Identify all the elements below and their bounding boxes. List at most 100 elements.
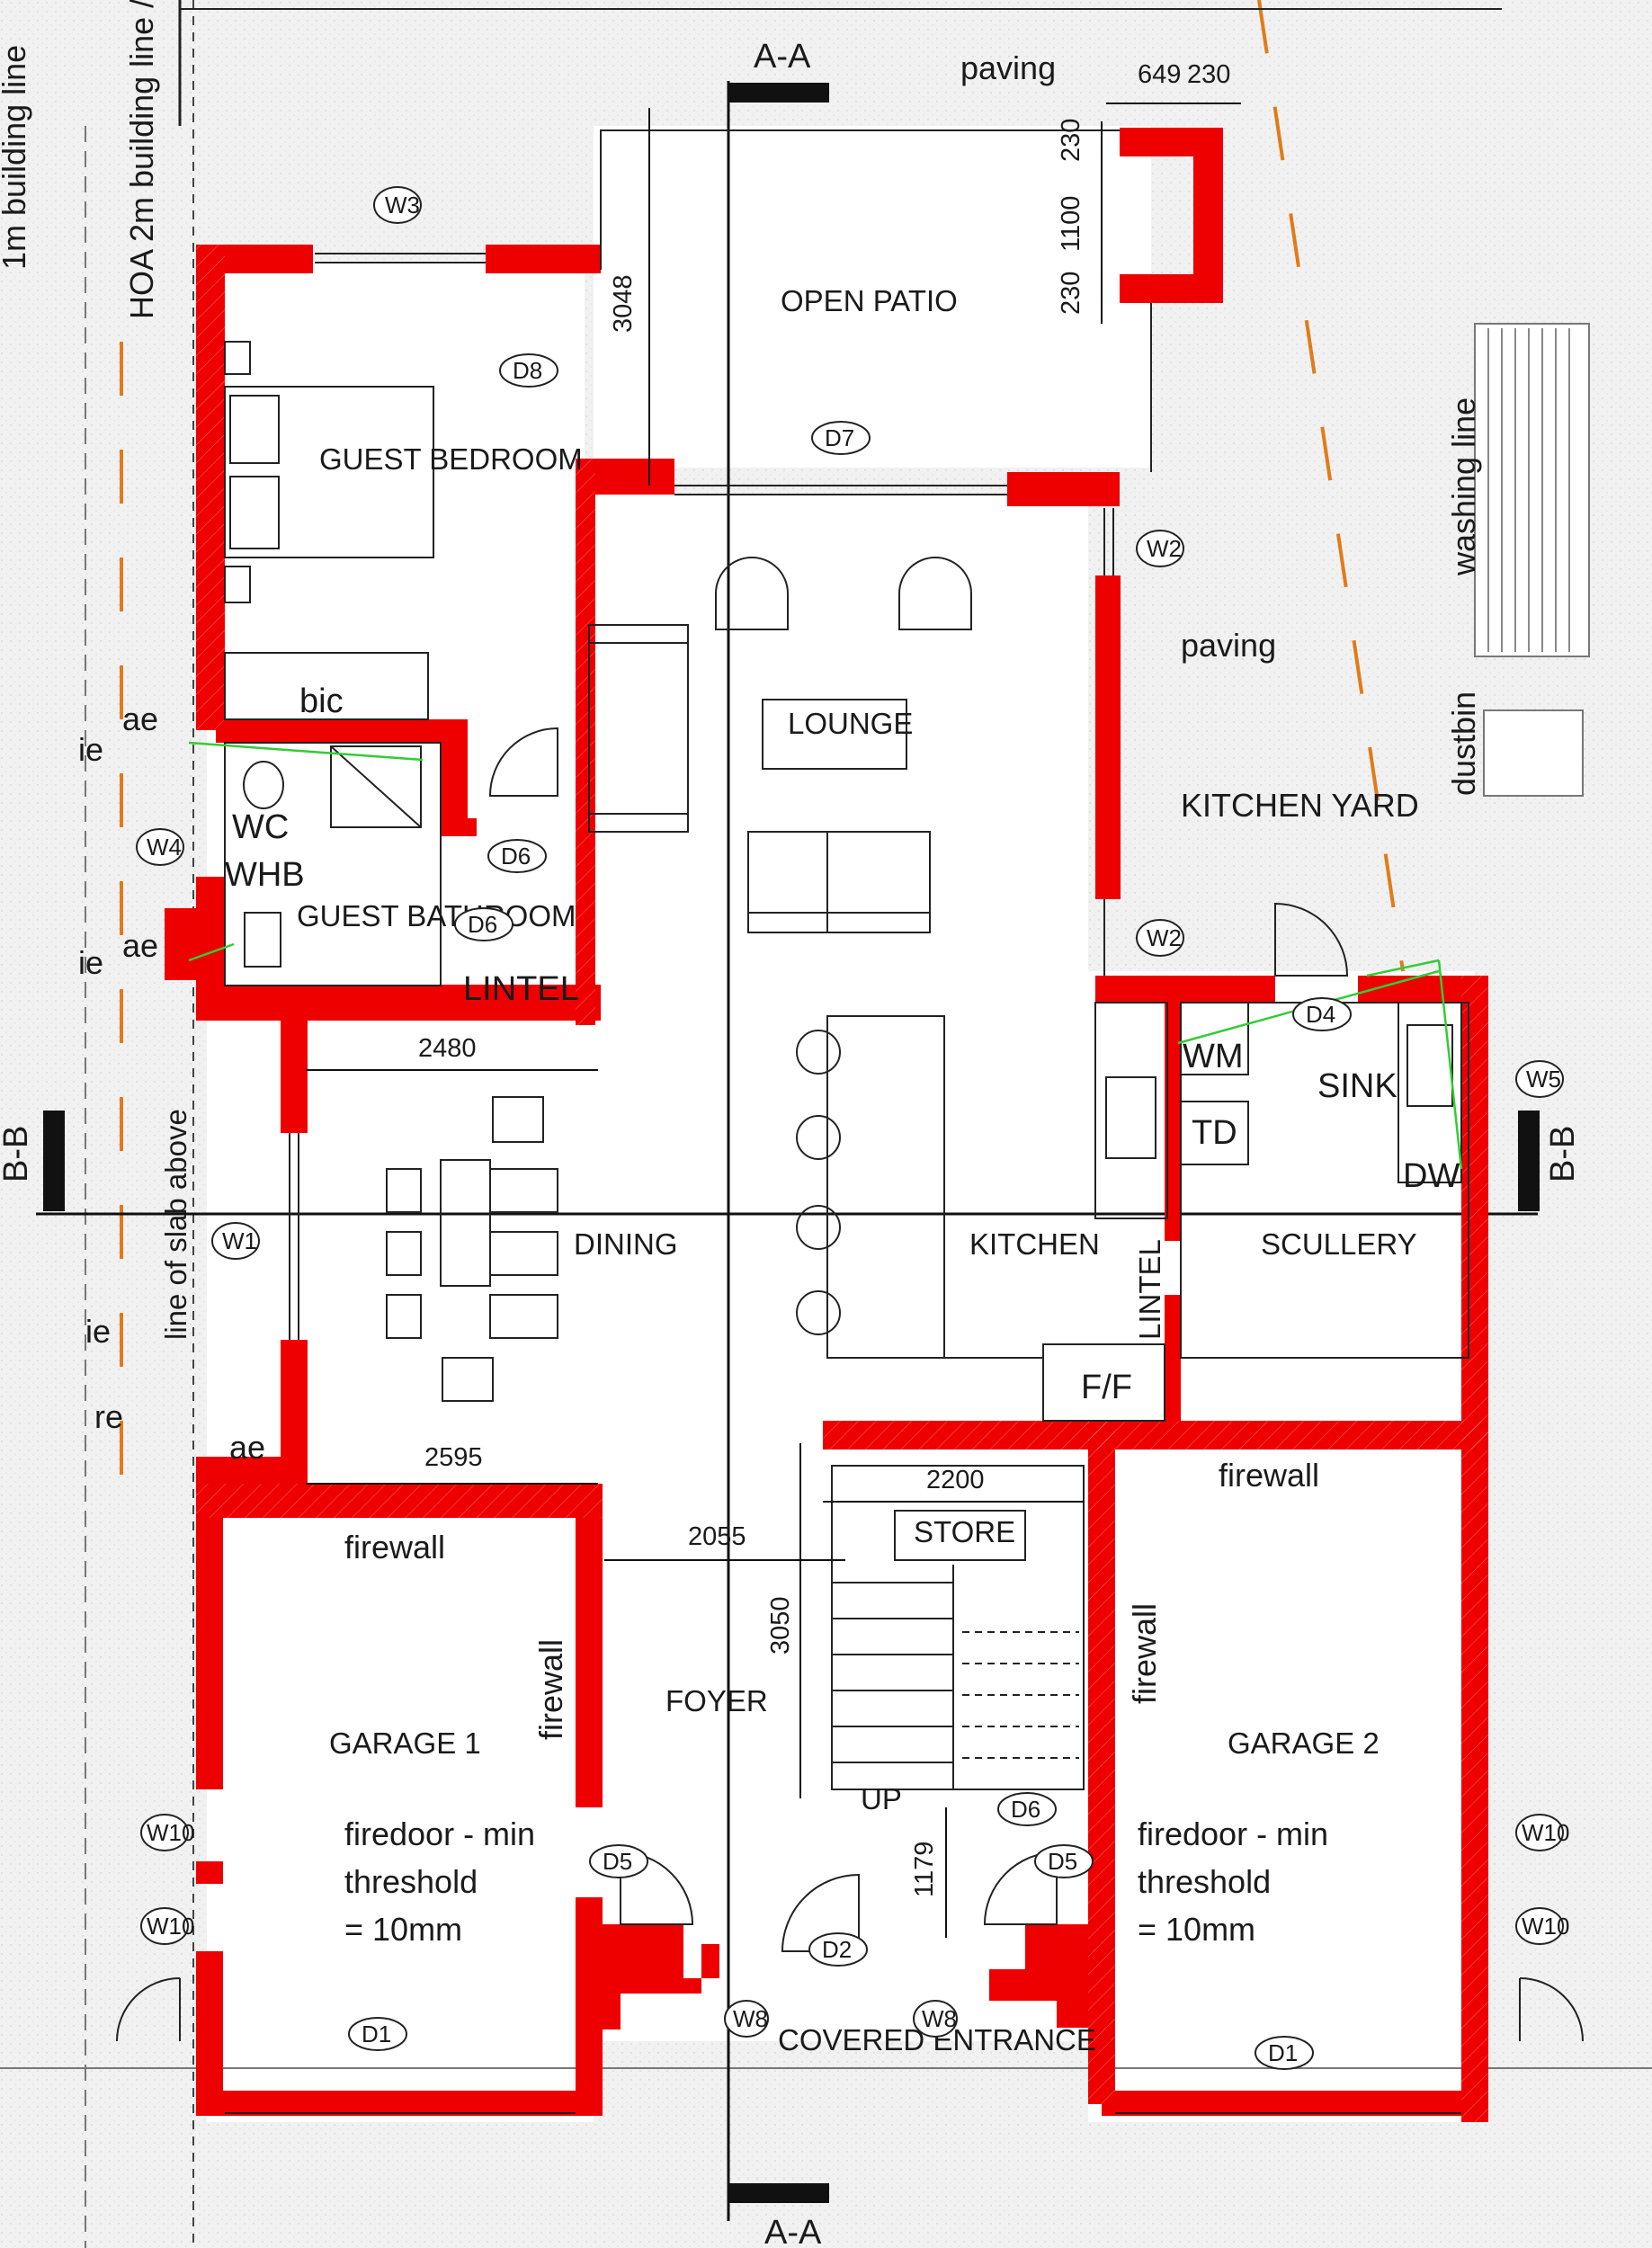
- west-floor: [207, 1007, 594, 2122]
- wc-label: WC: [232, 808, 289, 846]
- tag-W8-b: W8: [913, 2000, 958, 2038]
- garage1-label: GARAGE 1: [329, 1726, 481, 1760]
- tag-W2-a-text: W2: [1147, 535, 1182, 562]
- firewall-garage2-side: firewall: [1126, 1603, 1163, 1704]
- washing-line-label: washing line: [1445, 397, 1482, 576]
- tag-W10-d: W10: [1515, 1907, 1569, 1945]
- tag-W10-d-text: W10: [1522, 1913, 1569, 1940]
- td-label: TD: [1192, 1114, 1237, 1152]
- tag-W3: W3: [373, 186, 422, 224]
- lintel-left-label: LINTEL: [463, 970, 579, 1008]
- tag-W5: W5: [1515, 1060, 1564, 1098]
- tag-W5-text: W5: [1526, 1066, 1561, 1093]
- firedoor-note-line2: threshold: [1138, 1863, 1271, 1900]
- tag-D6-b: D6: [454, 907, 513, 941]
- firewall-garage2-top: firewall: [1219, 1457, 1319, 1494]
- dustbin-area: [1483, 709, 1584, 797]
- tag-D1-b: D1: [1255, 2036, 1314, 2070]
- tag-W4-text: W4: [147, 834, 182, 861]
- firewall-labels: firewall firewall firewall firewall: [344, 1457, 1319, 1740]
- open-patio-area: [594, 126, 1151, 468]
- kitchen-label: KITCHEN: [969, 1227, 1100, 1261]
- up-label: UP: [861, 1782, 902, 1815]
- dim-230-b: 230: [1057, 272, 1085, 315]
- dining-label: DINING: [574, 1227, 678, 1261]
- tag-W1-text: W1: [222, 1227, 257, 1254]
- tag-D1-a-text: D1: [362, 2021, 391, 2047]
- service-ie-3: ie: [85, 1313, 111, 1350]
- dim-1100: 1100: [1057, 196, 1085, 252]
- dim-230-a: 230: [1057, 119, 1085, 162]
- scullery-floor: [1088, 971, 1475, 1349]
- guest-bedroom-label: GUEST BEDROOM: [319, 442, 583, 476]
- service-re: re: [94, 1398, 123, 1435]
- kitchen-yard-label: KITCHEN YARD: [1181, 787, 1419, 824]
- tag-D1-a: D1: [348, 2017, 407, 2051]
- tag-D4-text: D4: [1306, 1001, 1335, 1028]
- dim-230-top: 230: [1187, 60, 1230, 89]
- open-patio-label: OPEN PATIO: [781, 284, 958, 317]
- washing-line-stripes: [1487, 328, 1570, 652]
- tag-W4: W4: [136, 828, 184, 866]
- tag-D2: D2: [808, 1932, 868, 1967]
- dim-1179: 1179: [910, 1842, 939, 1897]
- tag-W2-b: W2: [1136, 919, 1184, 957]
- scullery-label: SCULLERY: [1261, 1227, 1417, 1261]
- tag-D5-a: D5: [589, 1844, 648, 1878]
- section-label-a-bottom: A-A: [764, 2214, 822, 2248]
- paving-top-label: paving: [960, 49, 1056, 86]
- opening-tags: W3 D8 D7 W2 W4 D6 D6 W2 D4 W5 W1 D6 W10 …: [136, 186, 1569, 2070]
- ff-label: F/F: [1081, 1369, 1132, 1406]
- firedoor-note-line2: threshold: [344, 1863, 478, 1900]
- slab-line-label: line of slab above: [159, 1109, 192, 1340]
- wall-hatching: [196, 245, 1488, 2122]
- tag-W3-text: W3: [385, 192, 420, 219]
- tag-D5-b: D5: [1034, 1844, 1094, 1878]
- tag-W10-a-text: W10: [147, 1819, 194, 1846]
- paving-right-label: paving: [1181, 627, 1276, 664]
- service-labels: ie ae ie ae ie re ae: [78, 700, 265, 1466]
- tag-D7-text: D7: [825, 424, 854, 451]
- tag-D8-text: D8: [513, 357, 542, 384]
- boundary-labels: 1m building line HOA 2m building line / …: [0, 0, 192, 1340]
- dimension-lines: [306, 103, 1241, 1938]
- tag-D7: D7: [811, 421, 871, 455]
- service-ae-1: ae: [122, 700, 158, 737]
- service-ie-2: ie: [78, 944, 103, 981]
- firedoor-note-line1: firedoor - min: [344, 1815, 535, 1852]
- section-marker-b-left: [43, 1111, 65, 1211]
- section-marker-a-top: [728, 83, 829, 103]
- firedoor-note-line3: = 10mm: [344, 1911, 462, 1948]
- dim-2595: 2595: [424, 1443, 483, 1472]
- guest-bathroom-label: GUEST BATHROOM: [297, 899, 576, 932]
- section-marker-b-right: [1518, 1111, 1540, 1211]
- lounge-label: LOUNGE: [788, 707, 913, 740]
- tag-W2-b-text: W2: [1147, 924, 1182, 951]
- service-ae-3: ae: [229, 1429, 265, 1466]
- firewall-garage1-side: firewall: [532, 1639, 569, 1740]
- section-label-b-left: B-B: [0, 1126, 35, 1182]
- dustbin-label: dustbin: [1445, 691, 1482, 796]
- tag-W10-a: W10: [140, 1814, 194, 1851]
- dim-2055: 2055: [688, 1522, 746, 1551]
- firewall-garage1-top: firewall: [344, 1529, 445, 1566]
- section-labels: A-A A-A B-B B-B: [0, 38, 1582, 2248]
- tag-W1: W1: [211, 1222, 260, 1260]
- service-ae-2: ae: [122, 927, 158, 964]
- building-line-label: 1m building line: [0, 45, 32, 270]
- section-label-b-right: B-B: [1544, 1126, 1582, 1182]
- foyer-label: FOYER: [665, 1684, 768, 1717]
- dim-649: 649: [1138, 60, 1181, 89]
- firedoor-note-garage1: firedoor - min threshold = 10mm: [344, 1815, 535, 1948]
- section-label-a-top: A-A: [754, 38, 811, 76]
- lintel-kitchen-label: LINTEL: [1133, 1239, 1166, 1340]
- hoa-line-label: HOA 2m building line / servitude: [123, 0, 160, 319]
- tag-D6-a-text: D6: [501, 843, 531, 870]
- store-label: STORE: [914, 1515, 1015, 1548]
- dim-2480: 2480: [418, 1034, 477, 1063]
- firedoor-note-line1: firedoor - min: [1138, 1815, 1328, 1852]
- tag-W10-b: W10: [140, 1907, 194, 1945]
- tag-D6-c: D6: [997, 1792, 1057, 1826]
